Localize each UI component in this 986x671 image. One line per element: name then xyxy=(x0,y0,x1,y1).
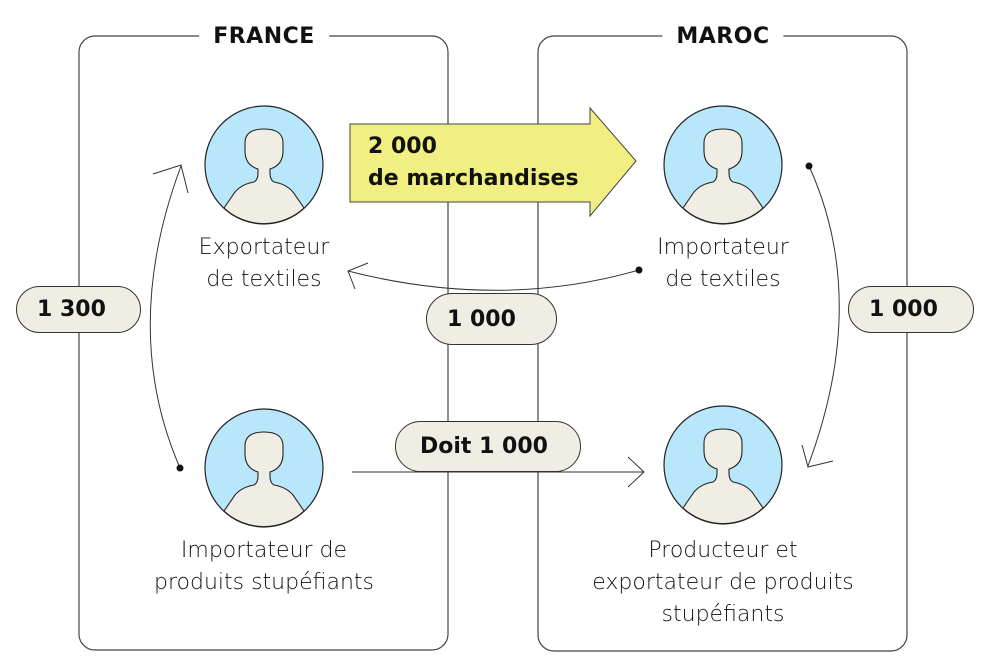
cross-payment-value-pill: 1 000 xyxy=(426,293,557,345)
maroc-internal-flow-arrow xyxy=(801,165,840,468)
pill-value: 1 000 xyxy=(869,297,938,322)
country-title-france: FRANCE xyxy=(199,20,329,54)
goods-arrow xyxy=(349,106,637,218)
debt-value-pill: Doit 1 000 xyxy=(395,421,581,472)
pill-value: 1 000 xyxy=(447,306,516,332)
actor-label-line: Importateur xyxy=(657,235,789,260)
cross-payment-arrow xyxy=(347,262,640,291)
actor-label-line: Exportateur xyxy=(198,235,330,260)
avatar-france-exporter xyxy=(204,105,324,225)
actor-label-line: de textiles xyxy=(665,267,781,292)
goods-description: de marchandises xyxy=(368,166,579,191)
flow-start-dot xyxy=(176,464,184,472)
france-internal-value-pill: 1 300 xyxy=(16,286,141,333)
actor-label-line: Importateur de xyxy=(180,538,348,563)
actor-label-france-importer: Importateur de produits stupéfiants xyxy=(154,535,374,599)
actor-label-maroc-importer: Importateur de textiles xyxy=(657,232,789,296)
actor-label-line: Producteur et xyxy=(648,538,798,563)
actor-label-maroc-producer: Producteur et exportateur de produits st… xyxy=(592,535,853,631)
flow-start-dot xyxy=(805,162,813,170)
avatar-maroc-producer xyxy=(663,405,783,525)
flow-start-dot xyxy=(635,266,643,274)
avatar-maroc-importer xyxy=(663,105,783,225)
maroc-internal-value-pill: 1 000 xyxy=(848,286,974,333)
avatar-france-importer xyxy=(204,408,324,528)
debt-arrow xyxy=(352,456,645,488)
goods-amount: 2 000 xyxy=(368,134,437,159)
actor-label-line: de textiles xyxy=(206,267,322,292)
pill-value: 1 300 xyxy=(37,297,106,322)
france-internal-flow-arrow xyxy=(149,164,189,469)
actor-label-france-exporter: Exportateur de textiles xyxy=(199,232,330,296)
goods-arrow-label: 2 000 de marchandises xyxy=(368,131,579,195)
actor-label-line: produits stupéfiants xyxy=(154,570,374,595)
country-title-maroc: MAROC xyxy=(662,20,784,54)
actor-label-line: stupéfiants xyxy=(661,602,785,627)
actor-label-line: exportateur de produits xyxy=(592,570,854,595)
pill-value: Doit 1 000 xyxy=(420,434,548,459)
